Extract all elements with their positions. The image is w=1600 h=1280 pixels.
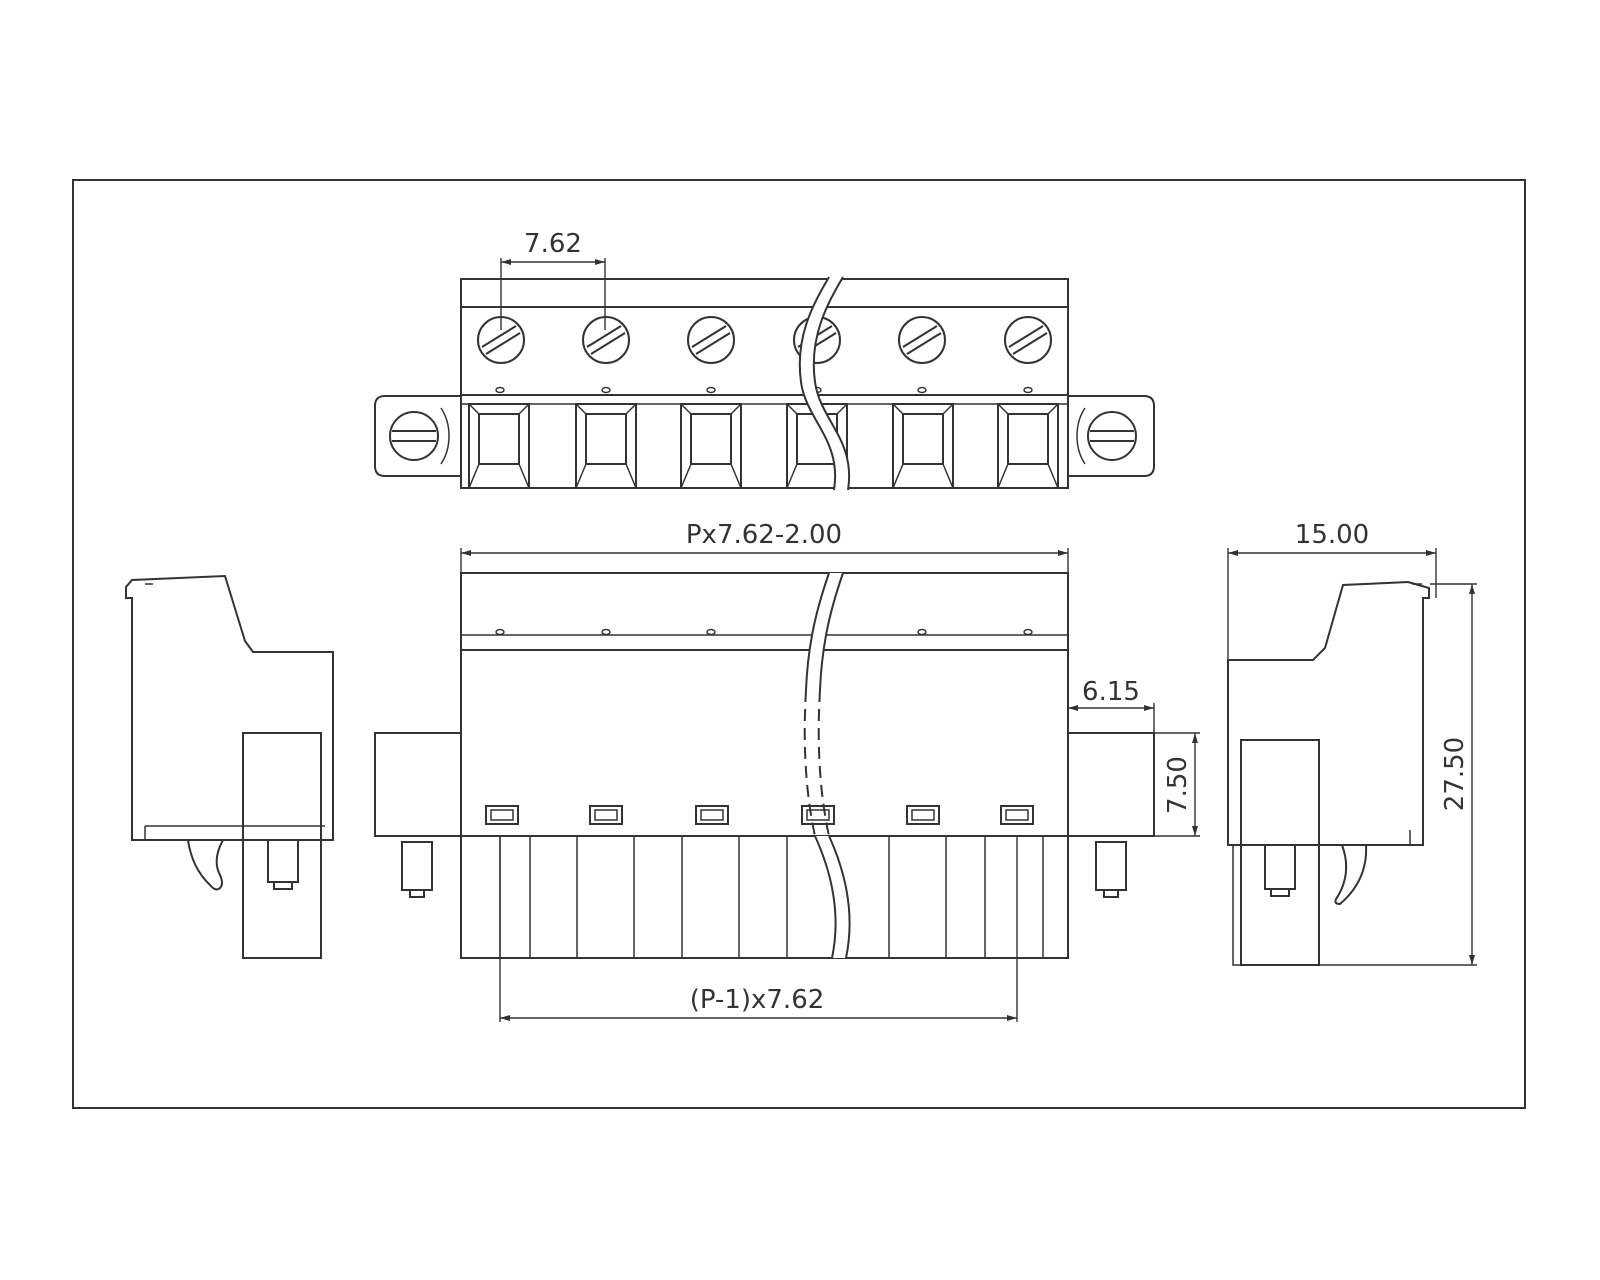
wire-socket bbox=[575, 403, 637, 489]
front-view bbox=[374, 572, 1155, 959]
drawing-frame bbox=[72, 179, 1526, 1109]
pin-stub bbox=[1095, 841, 1127, 898]
left-side-view bbox=[125, 574, 334, 959]
right-side-view bbox=[1227, 580, 1430, 966]
slot-window bbox=[695, 805, 729, 825]
depth-label: 15.00 bbox=[1295, 520, 1369, 550]
slot-window bbox=[1000, 805, 1034, 825]
wire-socket bbox=[680, 403, 742, 489]
screw-icon bbox=[582, 316, 630, 364]
pitch-dimension-label: 7.62 bbox=[524, 229, 582, 259]
pin-stub bbox=[401, 841, 433, 898]
screw-icon bbox=[687, 316, 735, 364]
slot-window bbox=[801, 805, 835, 825]
wire-socket bbox=[892, 403, 954, 489]
wire-socket bbox=[468, 403, 530, 489]
pin-span-label: (P-1)x7.62 bbox=[690, 985, 825, 1015]
slot-window bbox=[485, 805, 519, 825]
height-label: 27.50 bbox=[1440, 737, 1470, 811]
screw-icon bbox=[1004, 316, 1052, 364]
screw-icon bbox=[898, 316, 946, 364]
top-view bbox=[374, 276, 1155, 491]
overall-width-label: Px7.62-2.00 bbox=[686, 520, 842, 550]
flange-height-label: 7.50 bbox=[1163, 756, 1193, 814]
wire-socket bbox=[997, 403, 1059, 489]
dimensions: 7.62 Px7.62-2.00 (P-1)x7.62 6.15 7.50 15… bbox=[460, 229, 1477, 1022]
flange-width-label: 6.15 bbox=[1082, 677, 1140, 707]
slot-window bbox=[906, 805, 940, 825]
slot-window bbox=[589, 805, 623, 825]
